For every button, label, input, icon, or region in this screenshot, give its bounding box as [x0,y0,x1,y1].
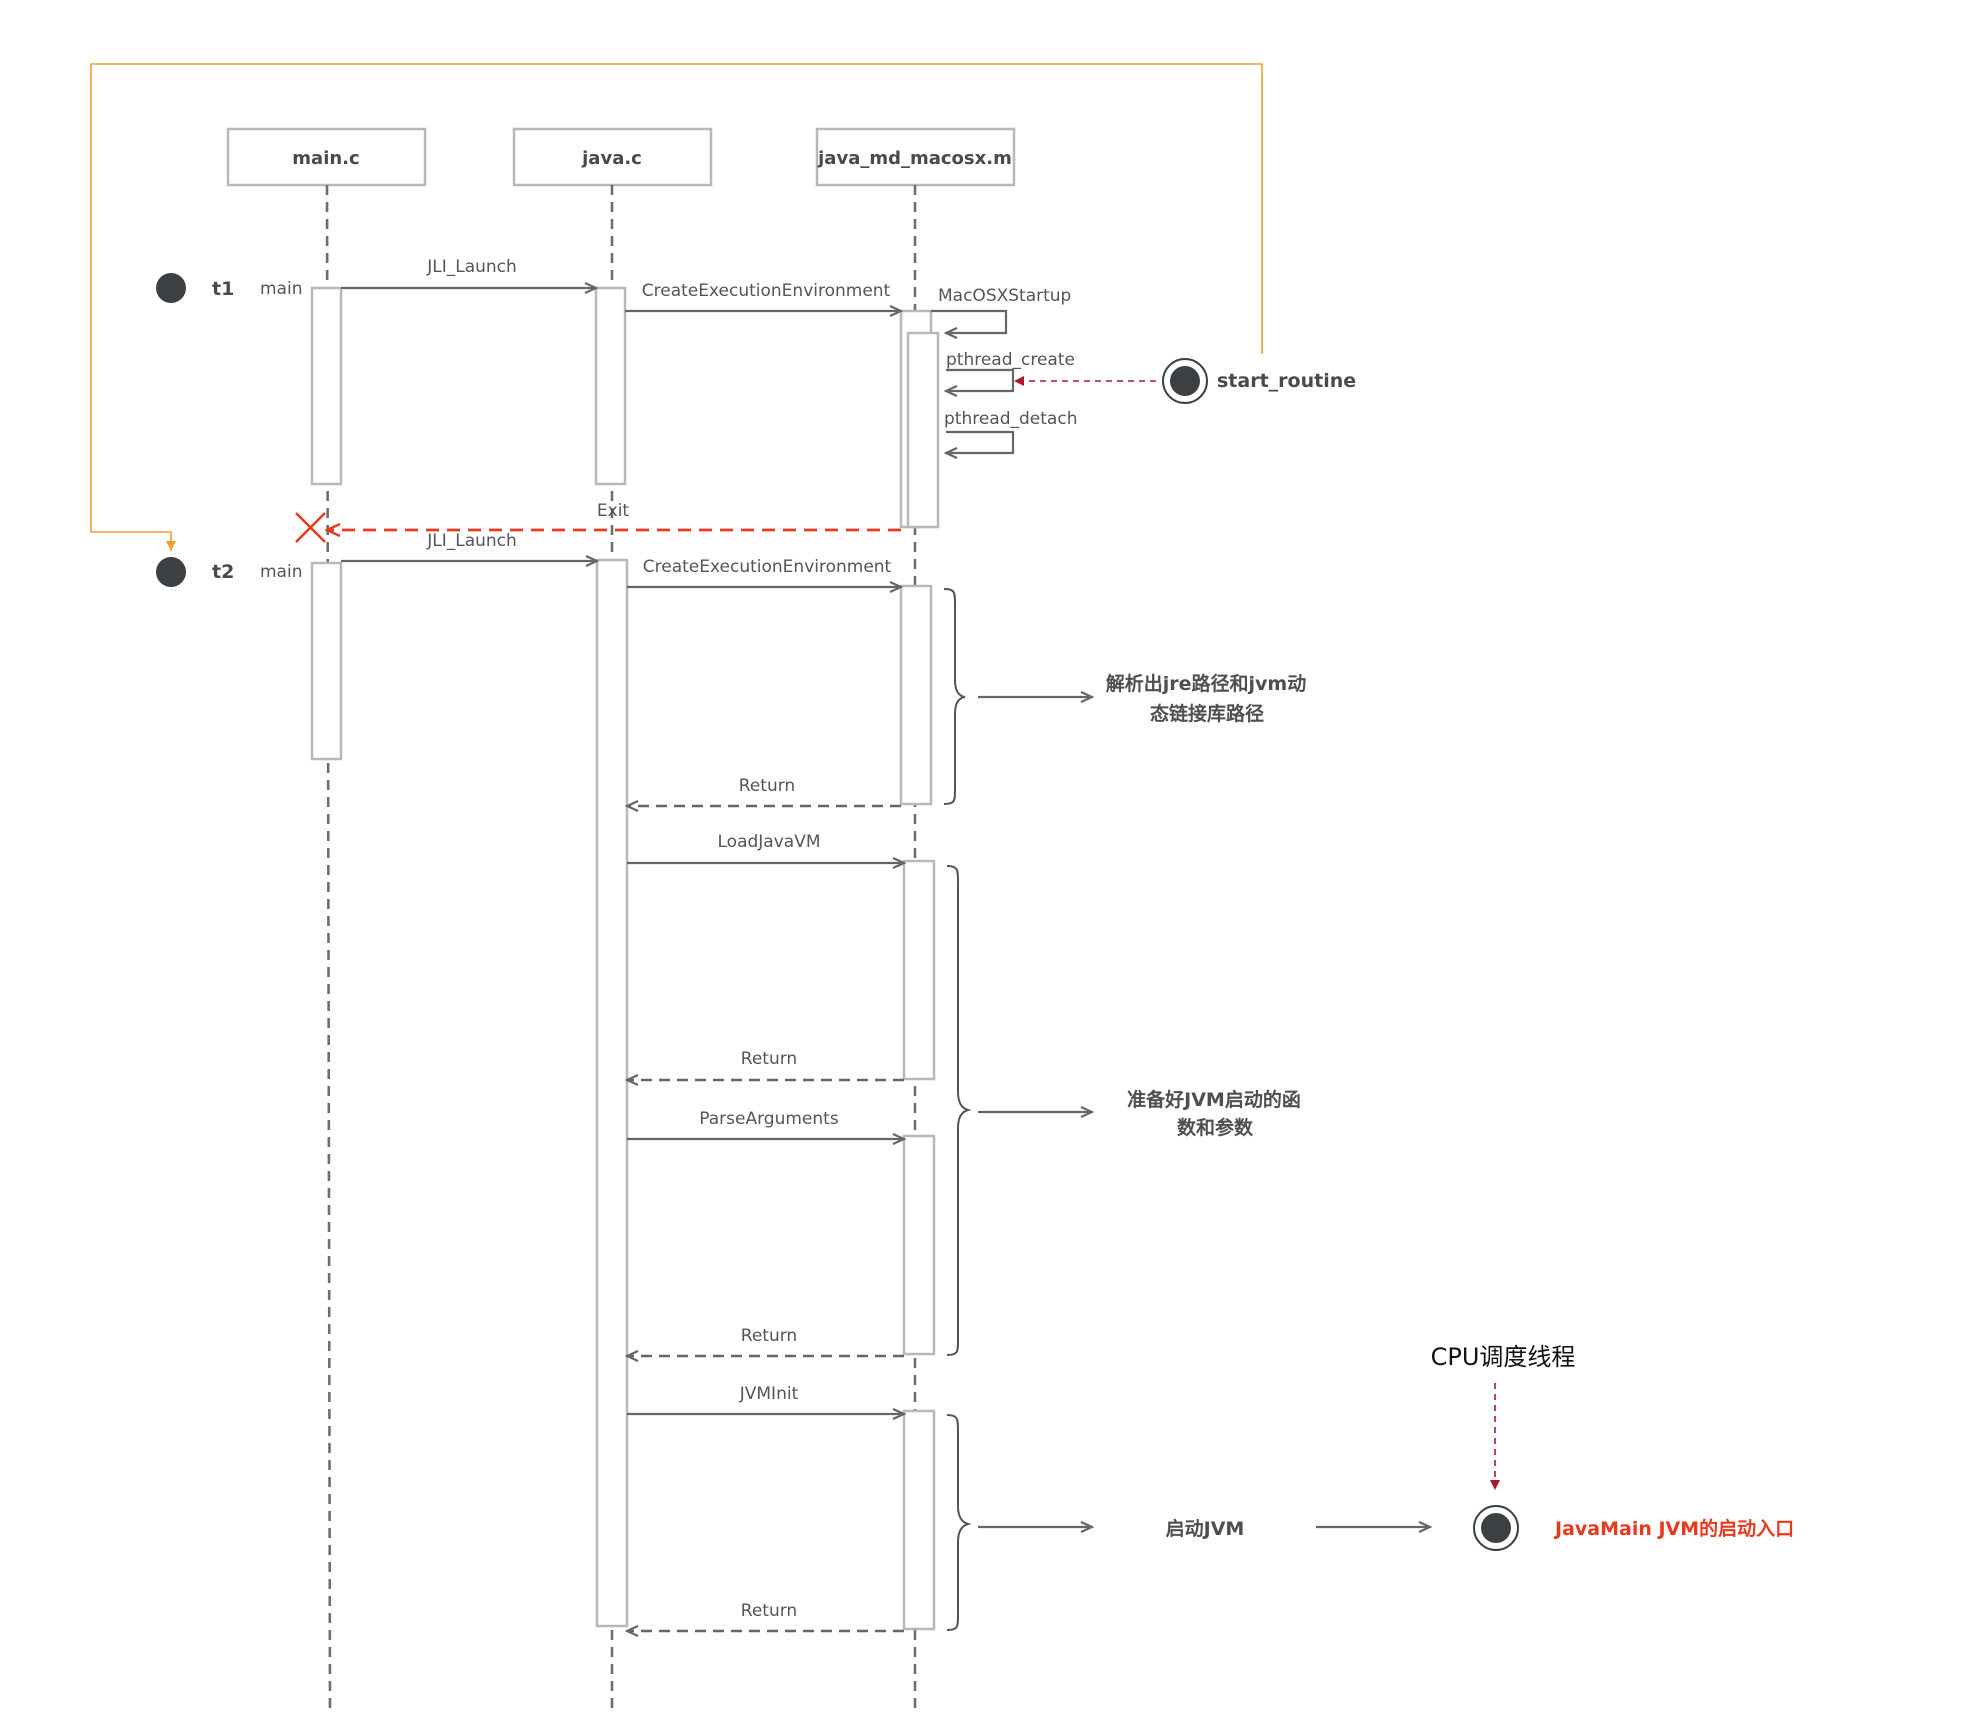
pthread-create-arrow [946,368,1015,391]
pthread-detach-arrow [946,430,1015,453]
activation-md-create-env [899,584,933,806]
cpu-schedule-label: CPU调度线程 [1431,1343,1576,1371]
java-main-label: JavaMain JVM的启动入口 [1553,1517,1794,1540]
return-4-label: Return [741,1601,797,1621]
participant-java-c: java.c [512,127,713,187]
create-env-1-label: CreateExecutionEnvironment [642,281,891,301]
start-routine-node [1170,366,1200,396]
macosx-startup-arrow [931,309,1008,333]
return-2-label: Return [741,1049,797,1069]
start-routine-label: start_routine [1217,370,1356,392]
brace-prepare [946,865,972,1356]
note-parse-paths-line2: 态链接库路径 [1150,702,1264,725]
activation-main-t2 [310,561,343,761]
note-prepare-line1: 准备好JVM启动的函 [1127,1088,1301,1111]
participant-java-md-macosx-m-label: java_md_macosx.m [817,148,1012,169]
activation-java-t1 [594,286,627,486]
parse-arguments-label: ParseArguments [699,1109,839,1129]
activation-main-t1 [310,286,343,486]
thread-t2-main-label: main [260,562,302,582]
note-start-jvm: 启动JVM [1166,1517,1245,1540]
participant-main-c: main.c [226,127,427,187]
pthread-create-label: pthread_create [946,350,1075,370]
pthread-detach-label: pthread_detach [944,409,1077,429]
activation-md-load-java-vm [902,859,936,1081]
load-java-vm-label: LoadJavaVM [718,832,821,852]
jli-launch-2-label: JLI_Launch [426,531,517,551]
jli-launch-1-label: JLI_Launch [426,257,517,277]
return-3-label: Return [741,1326,797,1346]
thread-t1-main-label: main [260,279,302,299]
macosx-startup-label: MacOSXStartup [938,286,1071,306]
activation-md-parse-arguments [902,1134,936,1356]
return-1-label: Return [739,776,795,796]
orange-loop-line [90,63,1263,551]
activation-java-t2 [595,558,629,1628]
thread-t1-label: t1 [212,278,234,300]
activation-md-jvm-init [902,1409,936,1631]
activation-md-t1-inner [906,331,940,529]
java-main-node [1481,1513,1511,1543]
brace-create-env [943,588,966,805]
terminate-cross-icon [295,512,326,543]
thread-t2-node [156,557,186,587]
exit-label: Exit [597,501,630,521]
participant-main-c-label: main.c [292,148,359,169]
thread-t2-label: t2 [212,561,234,583]
brace-jvm-init [946,1414,972,1631]
thread-t1-node [156,273,186,303]
note-parse-paths-line1: 解析出jre路径和jvm动 [1106,672,1306,695]
jvm-init-label: JVMInit [739,1384,799,1404]
note-prepare-line2: 数和参数 [1177,1116,1254,1139]
create-env-2-label: CreateExecutionEnvironment [643,557,892,577]
participant-java-c-label: java.c [581,148,642,169]
participant-java-md-macosx-m: java_md_macosx.m [815,127,1016,187]
